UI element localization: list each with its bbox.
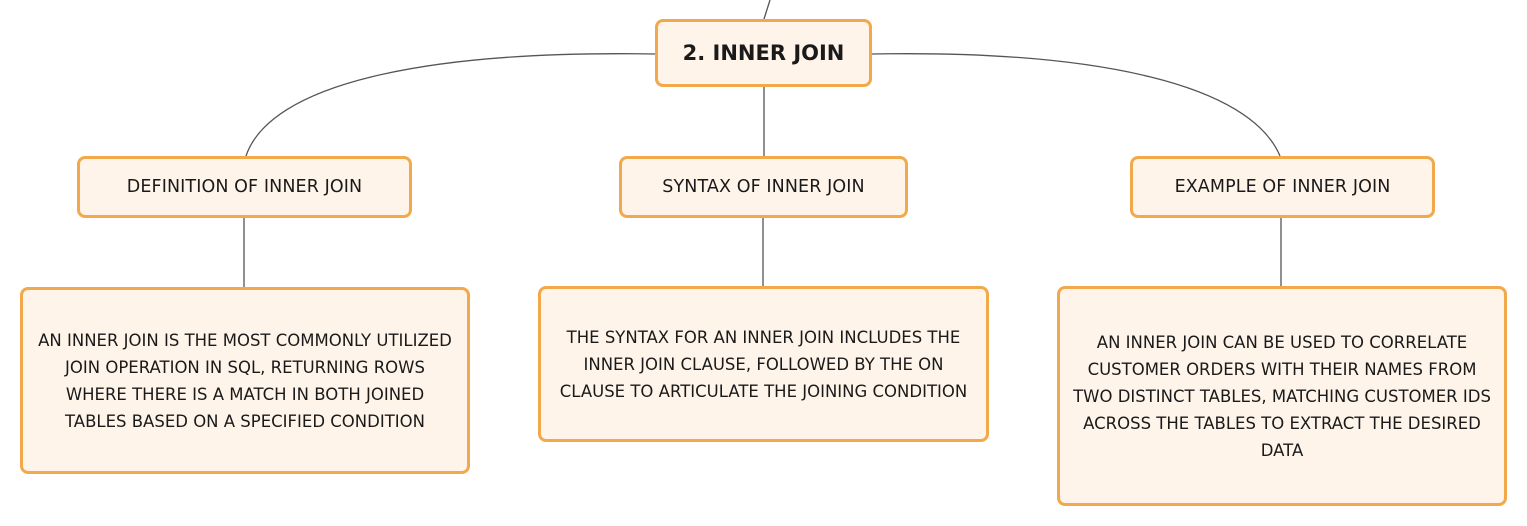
parent-connector	[763, 0, 771, 20]
branch-example[interactable]: EXAMPLE OF INNER JOIN	[1130, 156, 1435, 218]
detail-syntax[interactable]: THE SYNTAX FOR AN INNER JOIN INCLUDES TH…	[538, 286, 989, 442]
branch-definition[interactable]: DEFINITION OF INNER JOIN	[77, 156, 412, 218]
branch-example-label: EXAMPLE OF INNER JOIN	[1174, 177, 1391, 197]
branch-definition-label: DEFINITION OF INNER JOIN	[126, 177, 363, 197]
root-label: 2. INNER JOIN	[682, 41, 845, 65]
detail-example-text: AN INNER JOIN CAN BE USED TO CORRELATE C…	[1073, 332, 1491, 460]
detail-example[interactable]: AN INNER JOIN CAN BE USED TO CORRELATE C…	[1057, 286, 1507, 506]
root-node[interactable]: 2. INNER JOIN	[655, 19, 872, 87]
detail-syntax-text: THE SYNTAX FOR AN INNER JOIN INCLUDES TH…	[559, 327, 968, 401]
branch-syntax-label: SYNTAX OF INNER JOIN	[662, 177, 865, 197]
connector-root-example	[871, 53, 1281, 157]
connector-root-definition	[245, 53, 656, 157]
detail-definition[interactable]: AN INNER JOIN IS THE MOST COMMONLY UTILI…	[20, 287, 470, 474]
detail-definition-text: AN INNER JOIN IS THE MOST COMMONLY UTILI…	[38, 330, 452, 431]
branch-syntax[interactable]: SYNTAX OF INNER JOIN	[619, 156, 908, 218]
